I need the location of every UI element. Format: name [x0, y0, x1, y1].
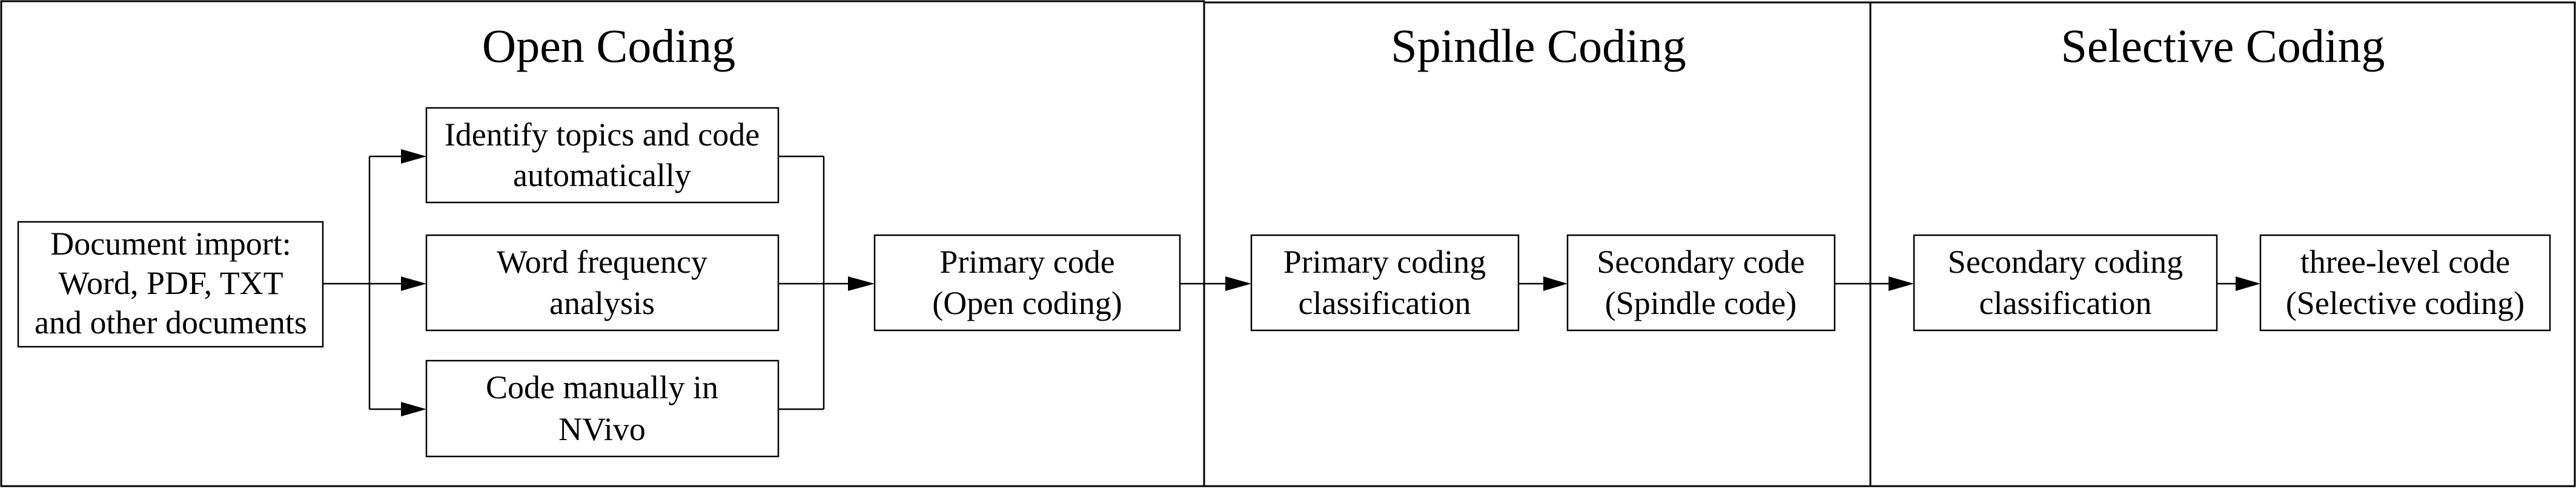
box-word-frequency: Word frequency analysis: [425, 234, 780, 332]
box-primary-code-line2: (Open coding): [932, 285, 1122, 321]
box-primary-coding-classification-frame: [1250, 234, 1520, 332]
box-secondary-coding-classification-line1: Secondary coding: [1948, 244, 2183, 280]
arrowheads: [401, 149, 2260, 416]
box-three-level-code-frame: [2259, 234, 2551, 332]
box-secondary-code: Secondary code (Spindle code): [1566, 234, 1836, 332]
box-code-manually-frame: [425, 359, 780, 458]
box-primary-code-line1: Primary code: [939, 244, 1114, 280]
connectors: [323, 155, 2236, 410]
arrowhead-secondary-code: [1543, 276, 1568, 291]
arrowhead-primary-code: [848, 276, 875, 291]
box-word-frequency-line2: analysis: [549, 285, 655, 321]
arrowhead-third-code: [2236, 276, 2260, 291]
box-primary-coding-classification-line1: Primary coding: [1283, 244, 1486, 280]
box-three-level-code-line1: three-level code: [2300, 244, 2510, 280]
box-primary-code-frame: [873, 234, 1181, 332]
box-identify-topics-line1: Identify topics and code: [445, 116, 760, 153]
box-code-manually-line2: NVivo: [558, 411, 646, 447]
box-identify-topics-frame: [425, 107, 780, 204]
arrowhead-primary-class: [1225, 276, 1251, 291]
arrowhead-freq: [401, 276, 426, 291]
box-document-import-line2: Word, PDF, TXT: [58, 265, 283, 301]
panel-title-open-coding: Open Coding: [482, 19, 735, 72]
box-secondary-coding-classification-frame: [1913, 234, 2218, 332]
box-identify-topics-line2: automatically: [513, 157, 691, 193]
box-three-level-code-line2: (Selective coding): [2286, 285, 2525, 321]
box-three-level-code: three-level code (Selective coding): [2259, 234, 2551, 332]
box-primary-coding-classification: Primary coding classification: [1250, 234, 1520, 332]
box-primary-coding-classification-line2: classification: [1299, 285, 1471, 321]
box-secondary-code-frame: [1566, 234, 1836, 332]
box-secondary-coding-classification-line2: classification: [1979, 285, 2152, 321]
box-document-import-line3: and other documents: [35, 304, 307, 341]
box-secondary-code-line1: Secondary code: [1597, 244, 1804, 280]
panel-title-spindle-coding: Spindle Coding: [1391, 19, 1686, 72]
box-secondary-code-line2: (Spindle code): [1605, 285, 1796, 321]
box-secondary-coding-classification: Secondary coding classification: [1913, 234, 2218, 332]
box-word-frequency-frame: [425, 234, 780, 332]
box-code-manually-line1: Code manually in: [486, 369, 718, 406]
box-document-import-frame: [17, 221, 324, 348]
box-word-frequency-line1: Word frequency: [497, 244, 707, 280]
panel-title-selective-coding: Selective Coding: [2061, 19, 2385, 72]
arrowhead-auto: [401, 149, 426, 164]
box-code-manually: Code manually in NVivo: [425, 359, 780, 458]
arrowhead-secondary-class: [1889, 276, 1914, 291]
box-document-import-line1: Document import:: [50, 225, 291, 262]
box-identify-topics: Identify topics and code automatically: [425, 107, 780, 204]
box-primary-code: Primary code (Open coding): [873, 234, 1181, 332]
box-document-import: Document import: Word, PDF, TXT and othe…: [17, 221, 324, 348]
arrowhead-manual: [401, 402, 426, 416]
